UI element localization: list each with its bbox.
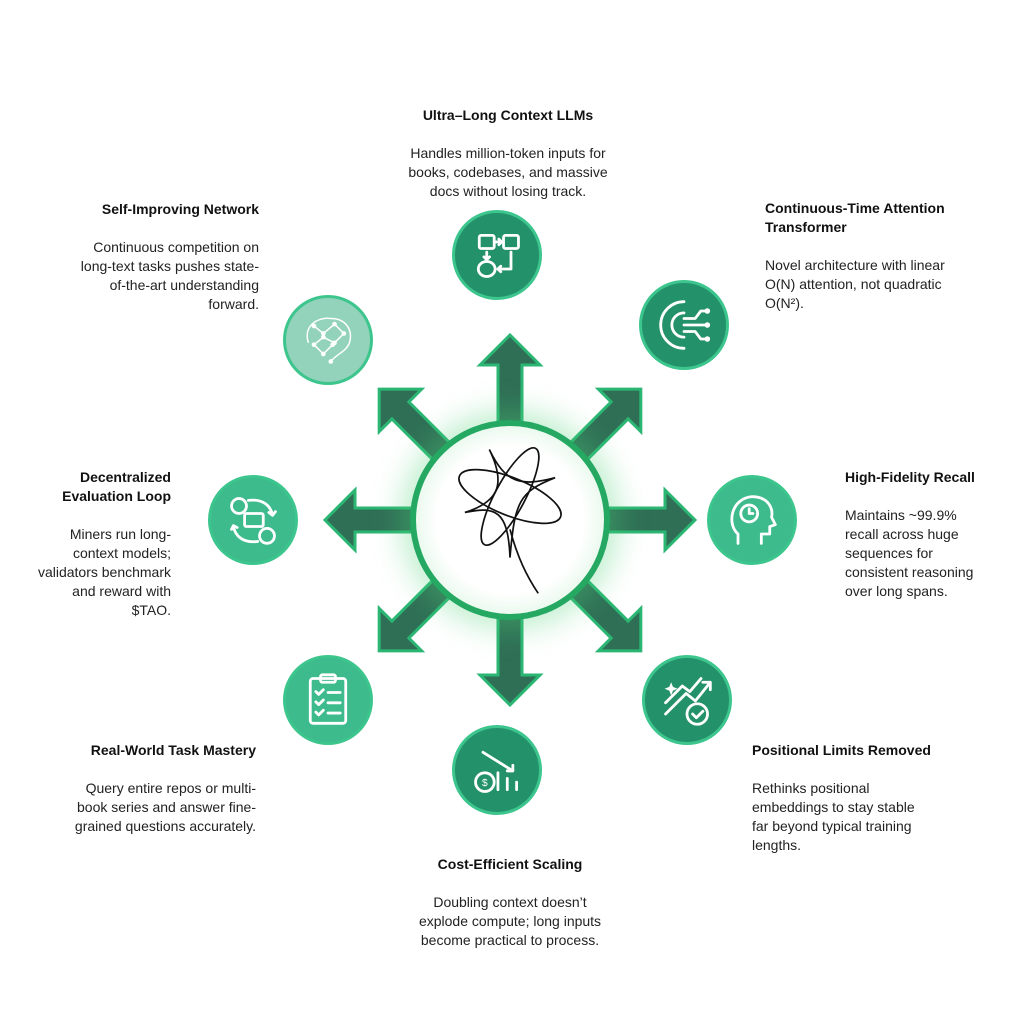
description-line: Handles million-token inputs for (410, 145, 606, 161)
node-description: Maintains ~99.9% recall across huge sequen… (845, 506, 975, 601)
node-description: Miners run long-context models; validator… (38, 525, 171, 620)
node-title: Cost-Efficient Scaling (419, 855, 601, 874)
description-line: Miners run long- (69, 526, 171, 542)
head-clock-icon (707, 475, 797, 565)
node-description: Doubling context doesn’t explode compute;… (419, 893, 601, 950)
description-line: grained questions accurately. (74, 818, 256, 834)
cost-chart-icon: $ (452, 725, 542, 815)
description-line: validators benchmark (37, 564, 171, 580)
clipboard-checklist-icon (283, 655, 373, 745)
arrow-left (322, 486, 422, 554)
title-line: Decentralized (79, 469, 171, 485)
node-title: Self-Improving Network (81, 200, 259, 219)
description-line: Doubling context doesn’t (433, 894, 587, 910)
description-line: forward. (208, 296, 259, 312)
central-hub (410, 420, 610, 620)
svg-text:$: $ (482, 778, 488, 789)
arrow-down (476, 608, 544, 708)
node-description: Rethinks positional embeddings to stay st… (752, 779, 931, 855)
arrow-up (476, 332, 544, 432)
description-line: and reward with (72, 583, 171, 599)
description-line: explode compute; long inputs (418, 913, 602, 929)
node-title: Positional Limits Removed (752, 741, 931, 760)
description-line: embeddings to stay stable (752, 799, 915, 815)
description-line: far beyond typical training (752, 818, 912, 834)
description-line: context models; (72, 545, 171, 561)
node-description: Handles million-token inputs for books, c… (408, 144, 607, 201)
description-line: Rethinks positional (752, 780, 870, 796)
title-line: Continuous-Time Attention (765, 200, 945, 216)
title-line: Transformer (765, 219, 847, 235)
description-line: consistent reasoning (845, 564, 974, 580)
description-line: lengths. (752, 837, 802, 853)
title-line: Evaluation Loop (62, 488, 171, 504)
description-line: long-text tasks pushes state- (80, 258, 259, 274)
title-line: Self-Improving Network (101, 201, 259, 217)
description-line: $TAO. (131, 602, 171, 618)
title-line: High-Fidelity Recall (845, 469, 975, 485)
description-line: books, codebases, and massive (408, 164, 608, 180)
gear-circuit-icon (639, 280, 729, 370)
arrow-up-left (377, 387, 457, 467)
growth-check-icon (642, 655, 732, 745)
feedback-loop-icon (208, 475, 298, 565)
node-title: Ultra–Long Context LLMs (408, 106, 607, 125)
description-line: Continuous competition on (93, 239, 259, 255)
description-line: of-the-art understanding (109, 277, 259, 293)
arrow-down-right (563, 573, 643, 653)
workflow-icon (452, 210, 542, 300)
node-description: Query entire repos or multi-book series … (75, 779, 256, 836)
node-title: High-Fidelity Recall (845, 468, 975, 487)
arrow-up-right (563, 387, 643, 467)
title-line: Ultra–Long Context LLMs (422, 107, 594, 123)
title-line: Real-World Task Mastery (90, 742, 256, 758)
description-line: Novel architecture with linear (765, 257, 945, 273)
logo-scribble-icon (458, 447, 562, 594)
description-line: O(N²). (765, 295, 804, 311)
neural-brain-icon (283, 295, 373, 385)
title-line: Positional Limits Removed (752, 742, 931, 758)
description-line: docs without losing track. (429, 183, 587, 199)
arrow-down-left (377, 573, 457, 653)
node-description: Continuous competition on long-text tasks… (81, 238, 259, 314)
description-line: recall across huge (845, 526, 959, 542)
description-line: over long spans. (845, 583, 948, 599)
arrow-right (598, 486, 698, 554)
description-line: become practical to process. (420, 932, 600, 948)
description-line: sequences for (845, 545, 933, 561)
description-line: Query entire repos or multi- (85, 780, 256, 796)
title-line: Cost-Efficient Scaling (437, 856, 583, 872)
node-title: Real-World Task Mastery (75, 741, 256, 760)
description-line: Maintains ~99.9% (845, 507, 957, 523)
description-line: book series and answer fine- (77, 799, 256, 815)
description-line: O(N) attention, not quadratic (765, 276, 942, 292)
